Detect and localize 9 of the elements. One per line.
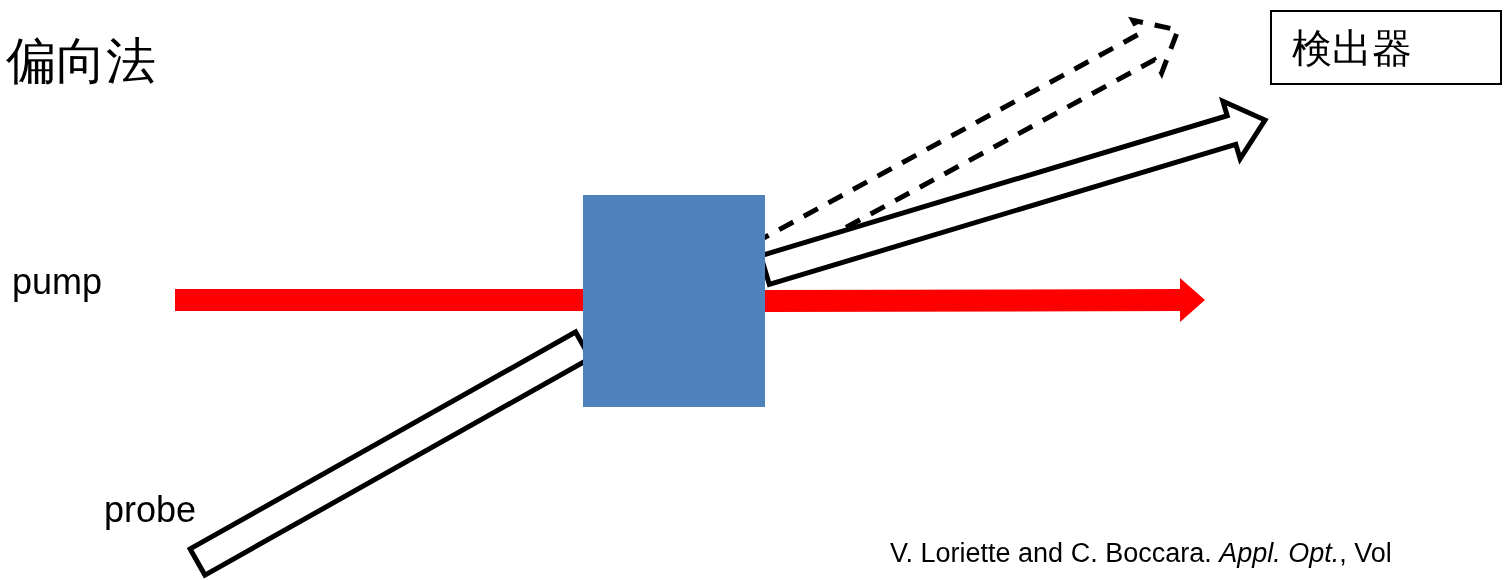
title: 偏向法: [6, 36, 156, 86]
pump-beam-arrow: [765, 278, 1205, 323]
beam-label: pump: [12, 261, 103, 302]
node-label: 検出器: [1292, 27, 1412, 68]
sample-block: [583, 195, 765, 407]
detector-box: [1270, 10, 1502, 85]
pump-beam-arrow: [175, 289, 583, 311]
beam-label: probe: [104, 489, 197, 530]
citation: V. Loriette and C. Boccara. Appl. Opt., Vol: [890, 540, 1392, 567]
